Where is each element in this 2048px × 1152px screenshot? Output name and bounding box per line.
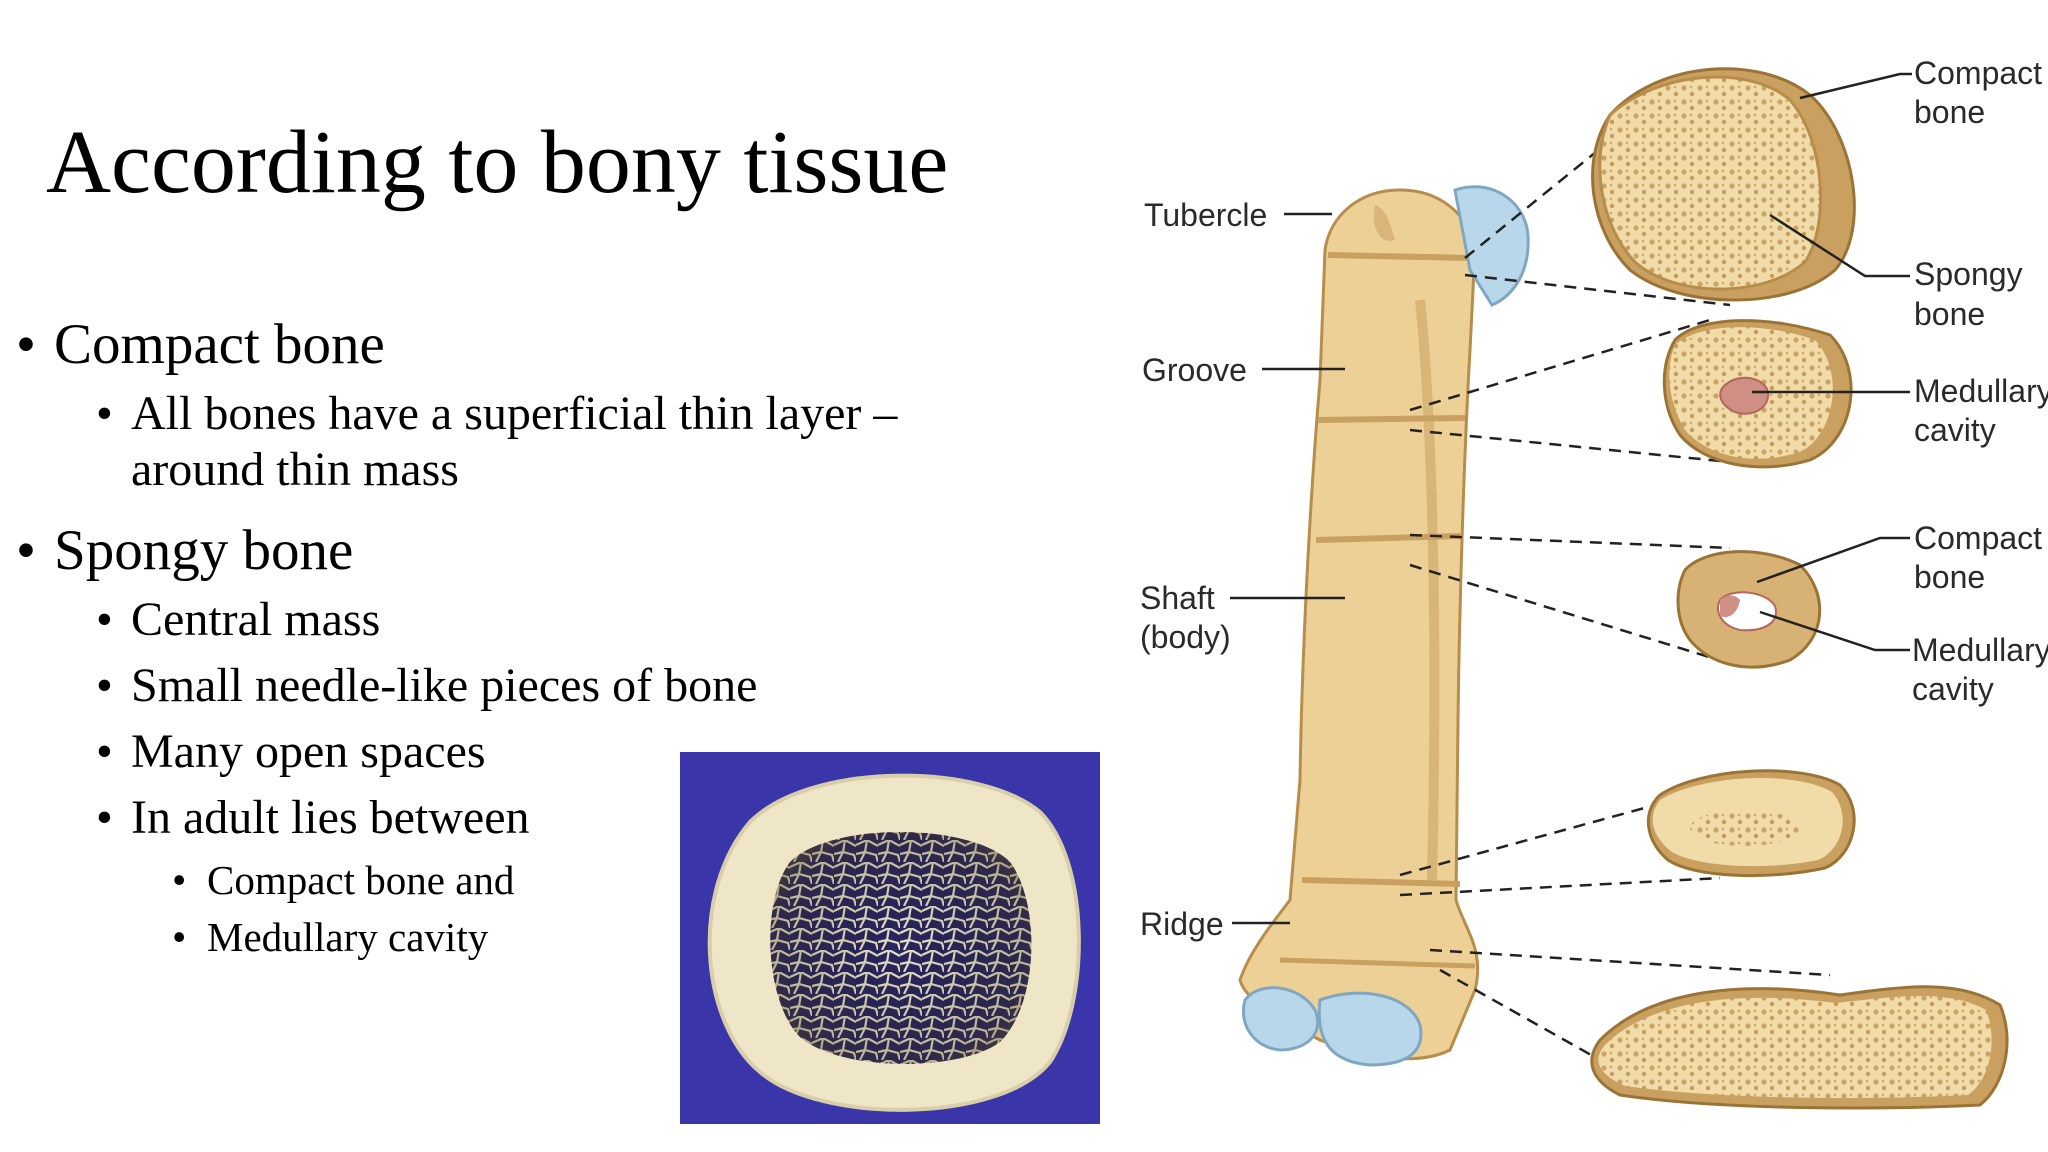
bullet-text: In adult lies between: [131, 791, 530, 844]
label-medullary-cavity-1: Medullary: [1914, 373, 2048, 409]
label-body: (body): [1140, 619, 1231, 655]
label-groove: Groove: [1142, 352, 1247, 388]
label-medullary-cavity-2: Medullary: [1912, 632, 2048, 668]
sub-sub-bullet-compact-bone-and: • Compact bone and: [172, 856, 515, 904]
sub-bullet-needle-pieces: • Small needle-like pieces of bone: [96, 658, 758, 714]
sub-bullet-open-spaces: • Many open spaces: [96, 724, 486, 780]
humerus-bone: [1238, 188, 1480, 1061]
label-spongy-bone-line2: bone: [1914, 296, 1985, 332]
cross-section-epiphysis: [1591, 67, 1856, 302]
bullet-spongy-bone: • Spongy bone: [16, 518, 354, 583]
bullet-glyph: •: [96, 593, 113, 646]
bullet-text: Spongy bone: [54, 519, 354, 582]
bullet-text: Central mass: [131, 593, 381, 646]
trochlea-cartilage: [1317, 991, 1423, 1067]
cross-section-lower-shaft: [1646, 769, 1856, 878]
bullet-glyph: •: [172, 857, 187, 903]
bullet-text-line1: All bones have a superficial thin layer …: [131, 387, 898, 440]
label-ridge: Ridge: [1140, 906, 1224, 942]
label-spongy-bone: Spongy: [1914, 256, 2023, 292]
humeral-head-cartilage: [1453, 185, 1530, 307]
cross-section-distal: [1590, 985, 2009, 1110]
bullet-text: Many open spaces: [131, 725, 486, 778]
sub-bullet-superficial-layer: • All bones have a superficial thin laye…: [96, 386, 898, 498]
bullet-glyph: •: [96, 387, 113, 440]
bullet-text: Medullary cavity: [207, 914, 489, 960]
label-medullary-cavity-1-line2: cavity: [1914, 412, 1996, 448]
bullet-glyph: •: [16, 313, 36, 376]
sub-bullet-adult-lies-between: • In adult lies between: [96, 790, 530, 846]
label-compact-bone-2: Compact: [1914, 520, 2042, 556]
bone-cross-section-photo: [680, 752, 1100, 1124]
cross-section-upper-shaft: [1662, 319, 1853, 469]
bullet-text: Small needle-like pieces of bone: [131, 659, 758, 712]
bullet-glyph: •: [96, 659, 113, 712]
label-shaft: Shaft: [1140, 580, 1215, 616]
cross-section-mid-shaft: [1676, 550, 1822, 669]
right-leader-lines: [1752, 72, 1912, 652]
humerus-diagram: Tubercle Groove Shaft (body) Ridge Compa…: [1140, 55, 2048, 1110]
bullet-text: Compact bone: [54, 313, 385, 376]
label-compact-bone-1: Compact: [1914, 55, 2042, 91]
bullet-glyph: •: [172, 914, 187, 960]
slide-title: According to bony tissue: [46, 113, 949, 212]
sub-sub-bullet-medullary-cavity: • Medullary cavity: [172, 913, 489, 961]
bullet-compact-bone: • Compact bone: [16, 312, 385, 377]
capitulum-cartilage: [1242, 986, 1319, 1052]
bullet-text-line2: around thin mass: [131, 443, 459, 496]
bullet-glyph: •: [96, 791, 113, 844]
bullet-glyph: •: [16, 519, 36, 582]
label-compact-bone-1-line2: bone: [1914, 94, 1985, 130]
bullet-glyph: •: [96, 725, 113, 778]
label-medullary-cavity-2-line2: cavity: [1912, 671, 1994, 707]
sub-bullet-central-mass: • Central mass: [96, 592, 381, 648]
bullet-text: Compact bone and: [207, 857, 515, 903]
label-compact-bone-2-line2: bone: [1914, 559, 1985, 595]
left-leader-lines: [1230, 212, 1345, 925]
label-tubercle: Tubercle: [1144, 197, 1267, 233]
